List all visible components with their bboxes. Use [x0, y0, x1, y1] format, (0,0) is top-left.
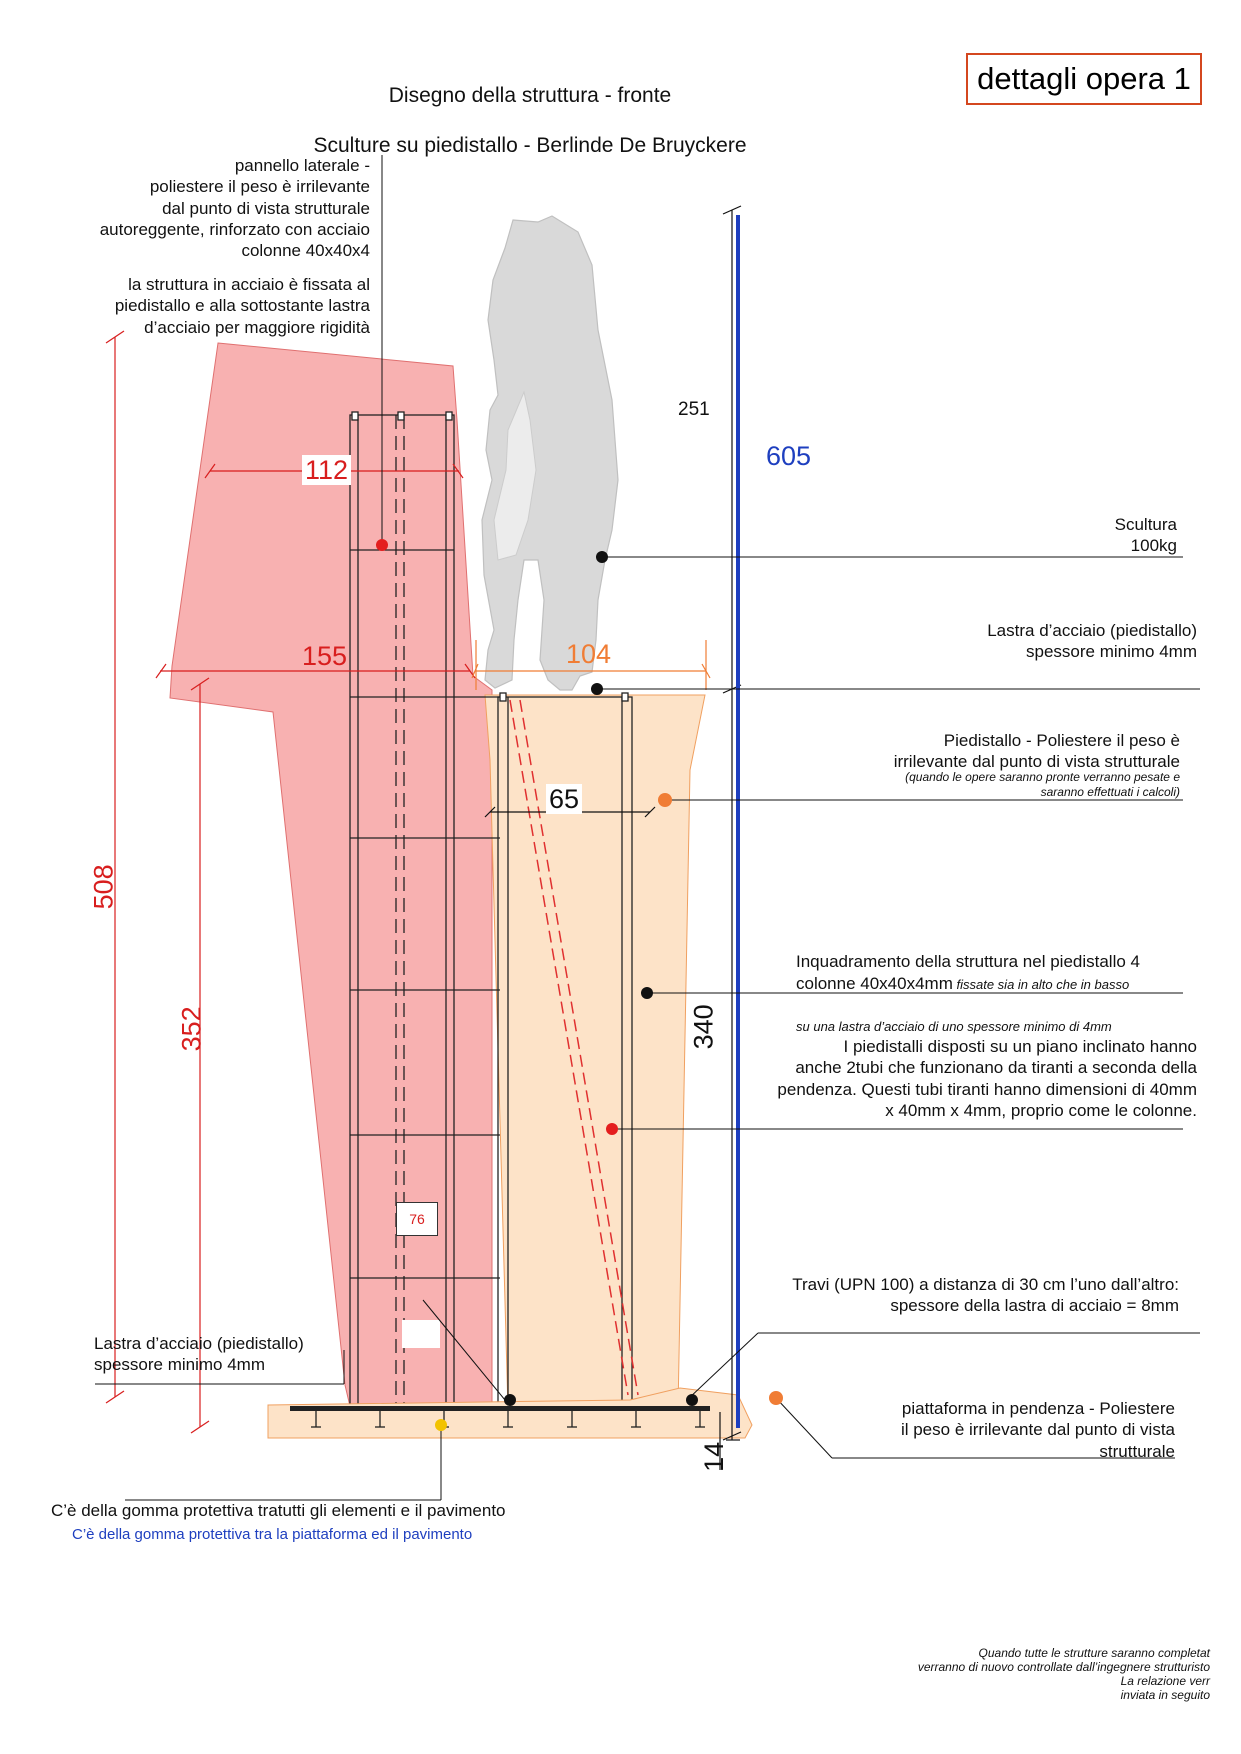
note-inclined: I piedistalli disposti su un piano incli…: [777, 1037, 1197, 1120]
marker-plate-dot: [591, 683, 603, 695]
marker-platform-dot: [769, 1391, 783, 1405]
dim-508: 508: [88, 864, 119, 910]
note-rubber-black: C’è della gomma protettiva tratutti gli …: [51, 1501, 506, 1520]
human-arm-light: [493, 390, 537, 561]
human-silhouette: [481, 215, 619, 691]
note-rubber-blue: C’è della gomma protettiva tra la piatta…: [72, 1526, 473, 1543]
marker-sculpture-dot: [596, 551, 608, 563]
footer-note: Quando tutte le strutture saranno comple…: [917, 1646, 1210, 1702]
title-line-1: Disegno della struttura - fronte: [388, 84, 672, 107]
marker-rubber-dot: [435, 1419, 447, 1431]
note-platform: piattaforma in pendenza - Poliestere il …: [900, 1399, 1175, 1461]
dim-76: 76: [396, 1202, 438, 1236]
dim-605: 605: [766, 441, 812, 471]
page-title: Disegno della struttura - fronte Scultur…: [300, 58, 760, 183]
note-sculpture: Scultura 100kg: [1114, 515, 1177, 556]
note-pedestal: Piedistallo - Poliestere il peso è irril…: [893, 731, 1180, 772]
dim-340: 340: [688, 1004, 719, 1050]
leader-lines: [95, 155, 1200, 1501]
marker-panel-dot: [376, 539, 388, 551]
platform: [267, 1387, 753, 1439]
pedestal-body: [484, 694, 706, 1411]
red-dimensions: [105, 330, 476, 1434]
marker-beam-dot: [686, 1394, 698, 1406]
tie-rods: [509, 699, 639, 1396]
note-pedestal-small: (quando le opere saranno pronte verranno…: [905, 770, 1180, 799]
marker-frame-dot: [641, 987, 653, 999]
red-panel: [169, 342, 493, 1433]
note-side-panel: pannello laterale - poliestere il peso è…: [99, 156, 370, 260]
marker-tierod-dot: [606, 1123, 618, 1135]
note-steel-fixed: la struttura in acciaio è fissata al pie…: [114, 275, 370, 337]
note-frame-main: Inquadramento della struttura nel piedis…: [796, 952, 1140, 993]
dim-155: 155: [302, 641, 348, 671]
note-frame-small-2: su una lastra d’acciaio di uno spessore …: [796, 1019, 1112, 1034]
note-steel-plate-bottom: Lastra d’acciaio (piedistallo) spessore …: [94, 1334, 304, 1375]
dim-104: 104: [566, 639, 612, 669]
orange-dimension-104: [471, 640, 711, 690]
detail-badge: dettagli opera 1: [966, 53, 1202, 105]
steel-plate-bottom: [290, 1406, 710, 1411]
dim-65: 65: [546, 784, 583, 814]
marker-plate-bottom-dot: [504, 1394, 516, 1406]
steel-frame-panel: [349, 411, 500, 1416]
note-frame-small-1: fissate sia in alto che in basso: [956, 976, 1130, 992]
marker-pedestal-dot: [658, 793, 672, 807]
note-steel-plate-top: Lastra d’acciaio (piedistallo) spessore …: [987, 621, 1197, 662]
title-line-2: Sculture su piedistallo - Berlinde De Br…: [313, 134, 747, 157]
dim-14: 14: [699, 1441, 730, 1472]
dim-352: 352: [176, 1006, 207, 1052]
note-beams: Travi (UPN 100) a distanza di 30 cm l’un…: [792, 1275, 1179, 1316]
white-gap: [402, 1320, 440, 1348]
note-frame: Inquadramento della struttura nel piedis…: [796, 930, 1196, 1036]
dim-112: 112: [302, 455, 352, 485]
dim-251: 251: [678, 399, 710, 420]
